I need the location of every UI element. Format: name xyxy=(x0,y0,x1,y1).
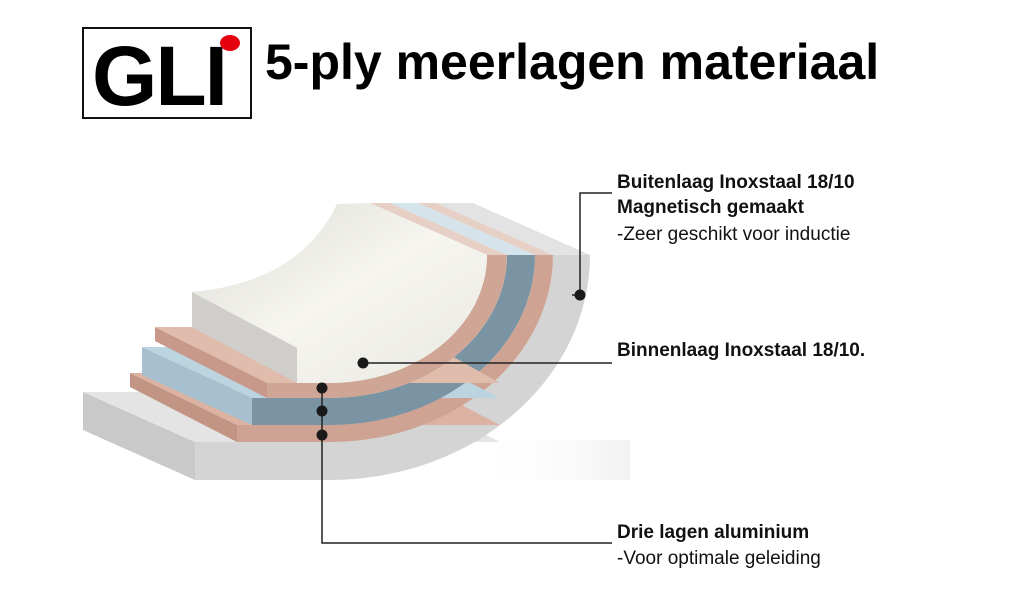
rim-stripes xyxy=(370,203,590,255)
page-title: 5-ply meerlagen materiaal xyxy=(265,34,880,90)
label-aluminium-note: -Voor optimale geleiding xyxy=(617,548,821,569)
marker-dot-copper-top xyxy=(316,382,328,394)
marker-dot-inner xyxy=(357,357,369,369)
marker-dot-outer xyxy=(574,289,586,301)
gli-logo: GLI xyxy=(82,27,252,123)
marker-dot-copper-bottom xyxy=(316,429,328,441)
marker-dot-aluminium xyxy=(316,405,328,417)
logo-red-dot xyxy=(220,35,240,51)
label-inner-title: Binnenlaag Inoxstaal 18/10. xyxy=(617,340,866,361)
logo-text: GLI xyxy=(92,29,228,123)
inner-steel-layer xyxy=(192,203,487,383)
label-aluminium-title: Drie lagen aluminium xyxy=(617,522,810,543)
label-outer-note: -Zeer geschikt voor inductie xyxy=(617,224,851,245)
label-outer-title: Buitenlaag Inoxstaal 18/10 xyxy=(617,172,855,193)
label-outer-subtitle: Magnetisch gemaakt xyxy=(617,197,804,218)
